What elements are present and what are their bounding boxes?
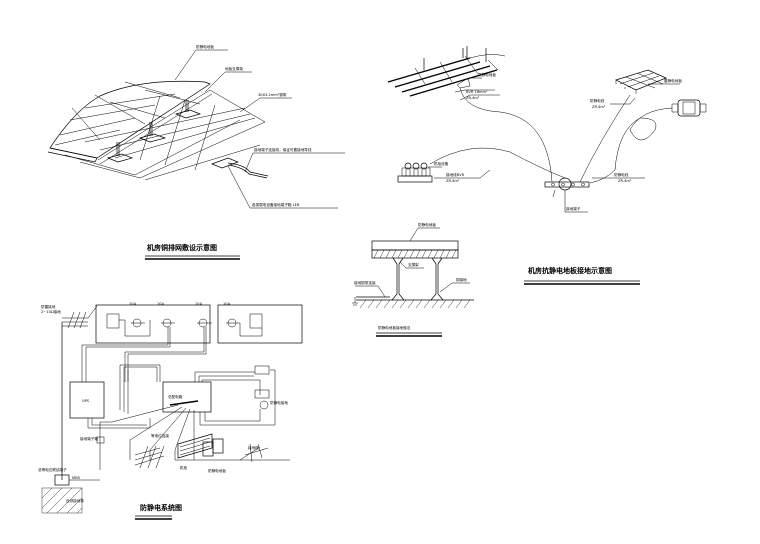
label-zr4-4: ZR-4m²: [618, 179, 632, 183]
anti-static-floor-symbol: [134, 445, 165, 469]
equipment-symbol: [202, 438, 224, 457]
label-floor-support: 地板支撑架: [225, 66, 243, 71]
socket-box: [671, 99, 707, 117]
grounding-busbar: [544, 177, 590, 198]
label-meb: MEB: [72, 476, 80, 480]
label-leb: 各类弱电设备接地端子箱 LEB: [252, 202, 300, 207]
title-copper-grid: 机房铜排网敷设示意图: [147, 243, 217, 252]
title-floor-grounding: 机房抗静电地板接地示意图: [528, 266, 612, 275]
label-support: 支撑架: [408, 262, 419, 267]
label-antistatic-floor: 防静电地板: [478, 72, 496, 77]
label-anti-static-ground: 防静电接地: [270, 400, 288, 405]
label-meb-terminal: 总等电位联结端子: [38, 467, 67, 472]
main-distribution-box: [162, 381, 212, 413]
label-equipotential: 等电位连接: [151, 433, 169, 438]
pedestal: [138, 122, 167, 143]
ups-box: [69, 381, 105, 419]
pedestal: [174, 100, 202, 119]
label-ground-terminal-box: 接地端子箱: [80, 436, 98, 441]
cabinet-symbol: [177, 433, 213, 459]
title-floor-detail: 防静电地板接地做法: [378, 325, 411, 330]
leb-terminal-box: [211, 157, 269, 179]
system-diagram: 防雷接地 2~10Ω接地 10A 10A 10A 10A UPS 总配电箱: [38, 302, 303, 520]
label-antistatic-line: 防静电线: [590, 98, 605, 103]
label-zr4: ZR-4m²: [466, 96, 480, 100]
floor-grid-right: [615, 69, 680, 94]
label-ground-resistance: 2~10Ω接地: [41, 309, 61, 314]
label-cabinet-sys: 机柜: [180, 465, 188, 470]
label-zr4-3: ZR-4m²: [592, 105, 606, 109]
label-cabinet: 机柜设备: [434, 161, 449, 166]
label-lightning-ground: 防雷接地: [41, 304, 56, 309]
label-copper-strip: 30X3.2mm²铜带: [258, 92, 287, 97]
label-bvr16: BVR 16mm²: [466, 90, 488, 94]
label-antistatic-floor: 防静电地板: [196, 44, 214, 49]
copper-grid-diagram: 防静电地板 地板支撑架 30X3.2mm²铜带 接地端子连接线，保证可靠接地导线…: [47, 44, 345, 260]
label-breaker-4: 10A: [223, 302, 231, 306]
label-copper-ground: 铜接地: [456, 277, 467, 282]
label-breaker-1: 10A: [129, 302, 137, 306]
label-antistatic-line-2: 防静电线: [614, 172, 629, 177]
label-ground-wire: 接地端子连接线，保证可靠接地导线: [254, 147, 312, 152]
floor-grounding-diagram: 防静电地板 BVR 16mm² ZR-4m² 机柜设备 接地线BVR ZR-4m…: [387, 46, 707, 285]
label-zr4-2: ZR-4m²: [446, 179, 460, 183]
label-ground-wire-bvr: 接地线BVR: [446, 172, 465, 177]
label-grid-node: 接地极: [248, 445, 259, 450]
label-ground-terminal: 接地端子: [566, 206, 581, 211]
grid-node-symbol: [239, 443, 269, 463]
pedestal: [106, 142, 134, 163]
label-antistatic-floor-sys: 防静电地板: [208, 468, 226, 473]
lightning-ground-grid: [61, 305, 98, 480]
label-copper-connect: 接地铜带连接: [354, 280, 376, 285]
label-breaker-2: 10A: [157, 302, 165, 306]
title-system: 防静电系统图: [140, 503, 182, 512]
floor-grid-left: [387, 46, 506, 97]
label-main-distribution: 总配电箱: [168, 394, 183, 399]
breaker-group: [106, 313, 263, 337]
cabinet-equipment: [397, 162, 442, 183]
label-breaker-3: 10A: [195, 302, 203, 306]
label-antistatic-floor-2: 防静电地板: [664, 78, 682, 83]
label-floor: 防静电地板: [418, 222, 436, 227]
label-natural-ground: 自然接地体: [66, 498, 84, 503]
floor-detail-section: 防静电地板 支撑架 接地铜带连接 铜接地 防静电地板接地做法: [352, 222, 474, 337]
label-ups: UPS: [82, 399, 90, 403]
